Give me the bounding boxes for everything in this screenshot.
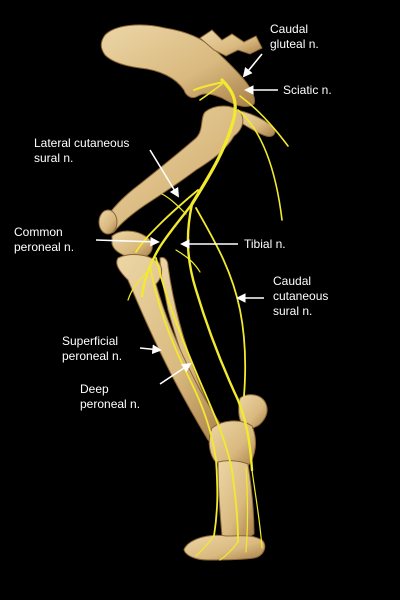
lateral-cutaneous-sural-nerve	[135, 189, 199, 253]
arrow-common-peroneal	[95, 236, 160, 247]
superficial-peroneal-nerve	[149, 265, 219, 537]
arrow-superficial-peroneal	[139, 344, 162, 355]
label-caudal-cutaneous-sural: Caudal cutaneous sural n.	[273, 274, 329, 318]
skeleton	[98, 24, 276, 561]
muscular-branch-3	[161, 193, 187, 215]
label-lateral-cutaneous-sural: Lateral cutaneous sural n.	[34, 136, 130, 165]
arrow-deep-peroneal	[159, 362, 192, 385]
sacrum	[199, 29, 263, 57]
common-peroneal-nerve	[140, 202, 194, 298]
digital-branch-1	[251, 469, 263, 549]
label-sciatic: Sciatic n.	[283, 83, 332, 97]
caudal-thigh-branch	[237, 109, 283, 221]
digital-branch-4	[219, 541, 239, 561]
muscular-branch-2	[127, 269, 151, 301]
sciatic-nerve	[190, 78, 237, 206]
caudal-gluteal-nerve-branch	[199, 83, 223, 101]
deep-peroneal-nerve	[155, 257, 239, 543]
muscular-branch-1	[175, 249, 201, 273]
label-caudal-gluteal: Caudal gluteal n.	[270, 22, 319, 51]
label-tibial: Tibial n.	[244, 237, 286, 251]
pelvis	[100, 24, 255, 107]
patella	[98, 209, 118, 235]
digital-branch-3	[195, 535, 215, 557]
caudal-gluteal-nerve	[193, 81, 225, 91]
digital-branch-2	[245, 467, 249, 553]
caudal-cutaneous-femoral-branch	[239, 95, 289, 147]
arrow-lateral-cutaneous-sural	[149, 149, 179, 198]
label-deep-peroneal: Deep peroneal n.	[80, 382, 141, 411]
label-superficial-peroneal: Superficial peroneal n.	[62, 334, 123, 363]
pointer-arrows	[95, 53, 278, 385]
stifle-joint	[111, 230, 153, 259]
phalanges	[183, 534, 266, 561]
arrow-caudal-gluteal	[242, 53, 263, 78]
label-common-peroneal: Common peroneal n.	[14, 225, 75, 254]
caudal-cutaneous-sural-nerve	[195, 207, 247, 397]
femur	[102, 105, 244, 234]
